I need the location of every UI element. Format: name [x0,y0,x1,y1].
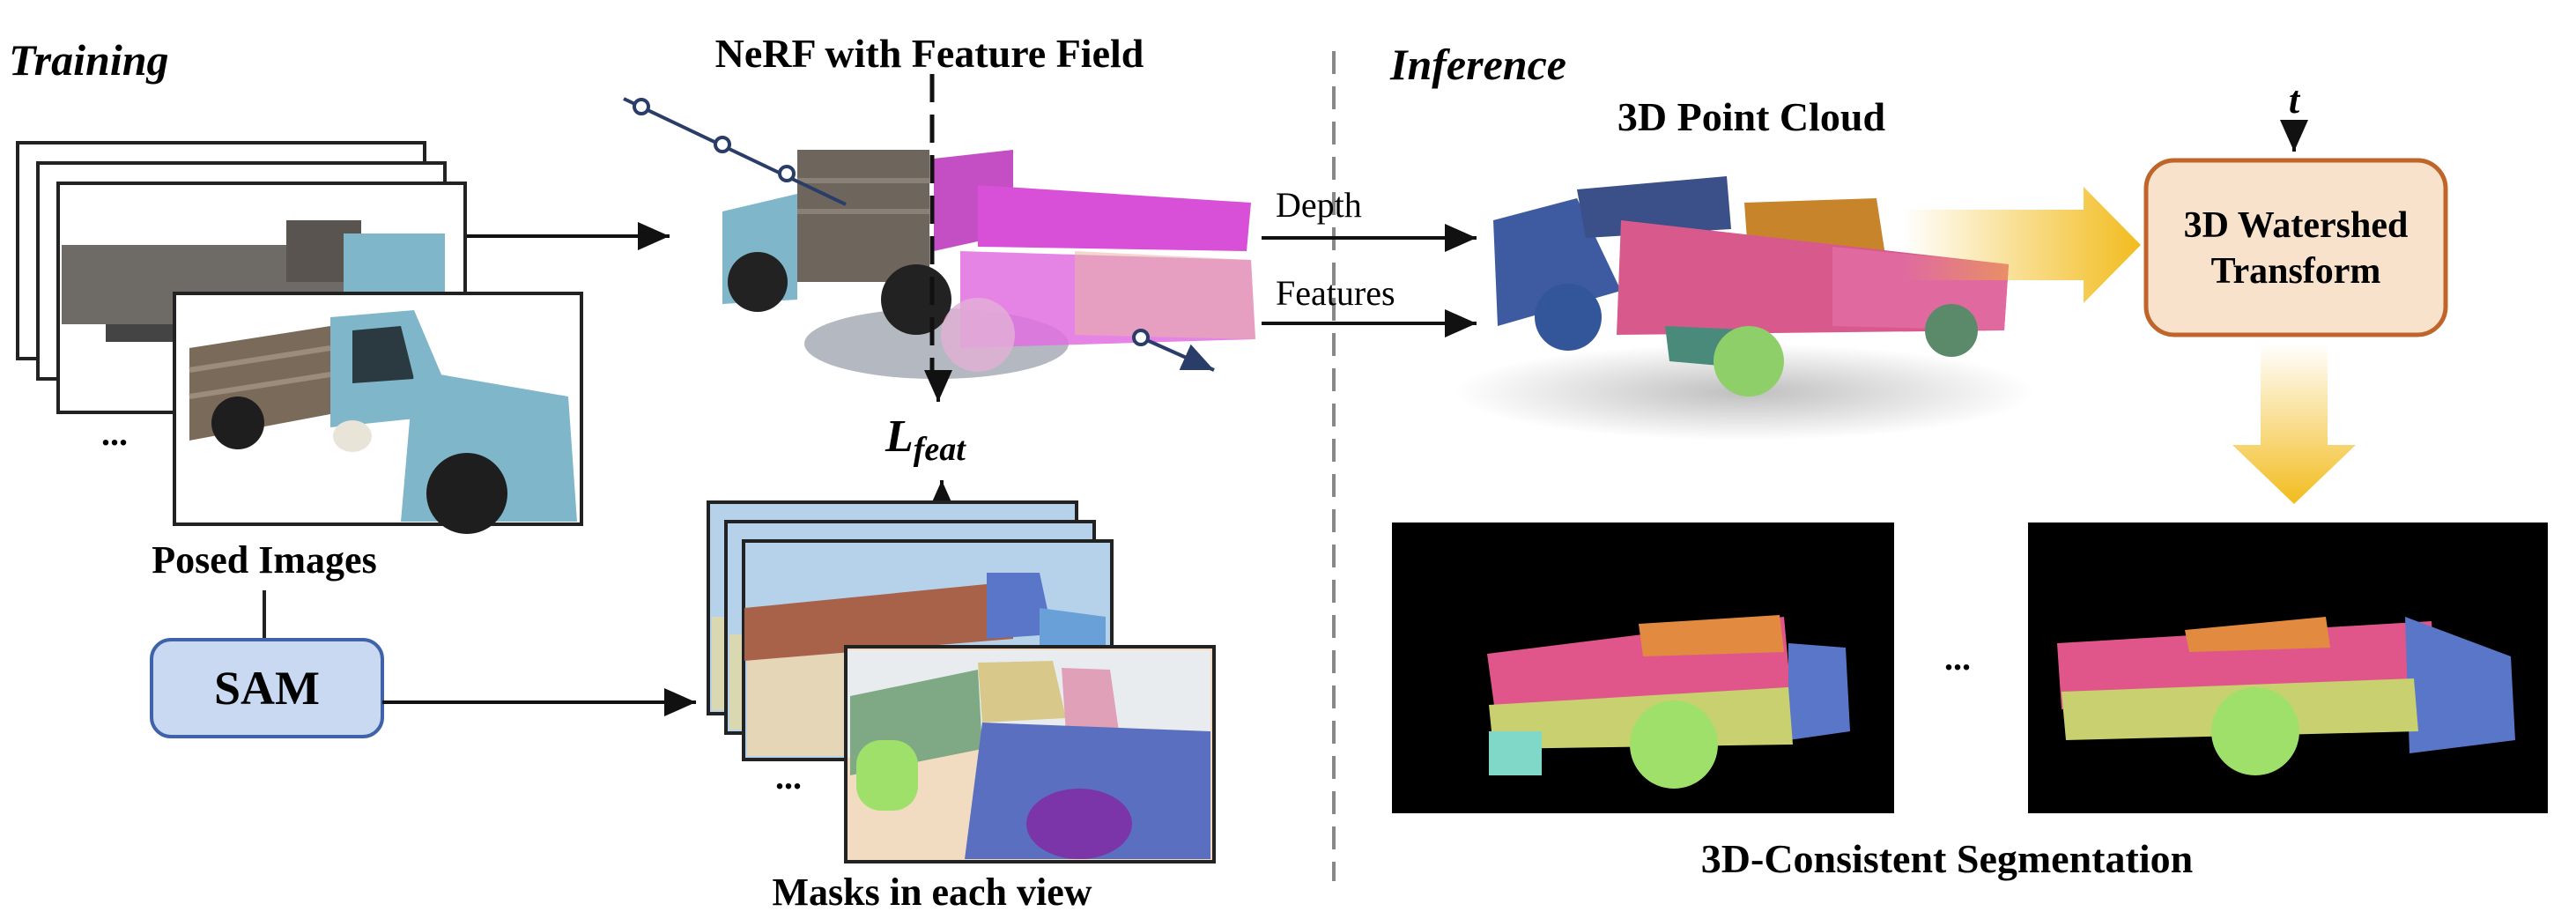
watershed-label-line1: 3D Watershed [2184,205,2409,246]
yellow-arrow-to-watershed [1903,187,2141,303]
loss-feat: Lfeat [885,411,966,468]
mask-frame-front [844,645,1216,863]
nerf-feature-truck-half [934,150,1255,372]
posed-images-ellipsis: ... [101,413,128,453]
posed-images-stack: ... [16,141,583,534]
ray-sample-point [633,98,650,115]
posed-images-label: Posed Images [152,538,376,582]
nerf-feature-field-visual [623,74,1255,379]
truck-photo-front [189,310,577,534]
segmentation-view-2 [2028,522,2548,813]
watershed-box: 3D Watershed Transform [2143,158,2448,337]
watershed-label-line2: Transform [2211,251,2381,292]
masks-ellipsis: ... [775,757,802,797]
segmentation-ellipsis: ... [1944,638,1971,678]
loss-symbol: L [885,411,914,462]
training-heading: Training [9,35,169,85]
masks-label: Masks in each view [773,871,1092,914]
nerf-title: NeRF with Feature Field [715,31,1144,76]
depth-label: Depth [1276,185,1362,225]
ray-sample-point [778,165,796,182]
features-label: Features [1276,273,1395,313]
yellow-arrow-down-to-segmentation [2232,344,2356,504]
segmentation-title: 3D-Consistent Segmentation [1701,836,2193,881]
t-label: t [2289,78,2301,122]
point-cloud-title: 3D Point Cloud [1617,94,1886,139]
nerf-ray-upper [623,97,847,206]
image-frame-front [173,292,583,534]
segmentation-view-1 [1392,522,1894,813]
sam-label: SAM [214,662,320,715]
loss-subscript: feat [914,431,967,468]
nerf-rgb-truck-half [722,150,951,335]
ray-sample-point [714,136,731,153]
sam-box: SAM [150,638,384,738]
ray-sample-point [1132,329,1150,346]
masks-stack: ... [707,500,1216,863]
inference-heading: Inference [1389,40,1566,89]
nerf-ray-lower [1140,336,1215,372]
